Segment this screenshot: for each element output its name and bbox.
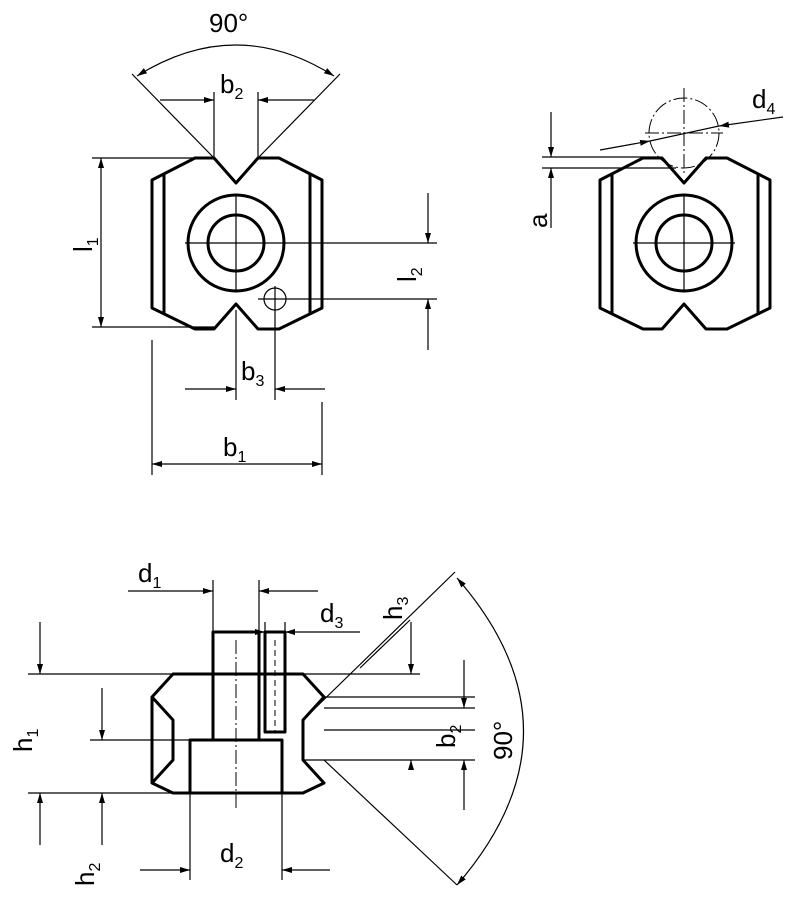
a-label: a	[523, 213, 553, 228]
d1-label: d1	[138, 558, 161, 592]
b1-label: b1	[223, 432, 246, 466]
side-angle-extension-line	[323, 759, 458, 886]
d3-label: d3	[320, 598, 343, 632]
front-view	[92, 44, 437, 475]
angle-extension-line	[257, 73, 341, 159]
d4-dimension-line	[599, 139, 651, 151]
angle-extension-line	[131, 73, 215, 159]
h2-label: h2	[70, 863, 104, 886]
front-view-outline	[150, 156, 324, 331]
detail-view	[542, 88, 784, 331]
b2-side-label: b2	[431, 725, 465, 748]
side-angle-extension-line	[302, 571, 456, 721]
angle-side-label: 90°	[488, 721, 518, 760]
d2-label: d2	[220, 838, 243, 872]
angle-arc	[136, 44, 335, 77]
l1-label: l1	[68, 237, 102, 252]
side-view	[28, 571, 525, 886]
h3-label: h3	[378, 597, 412, 620]
b3-label: b3	[241, 356, 264, 390]
side-angle-arc	[456, 577, 525, 886]
side-angle-extension-line	[359, 619, 411, 669]
d4-dimension-line	[718, 116, 784, 128]
side-view-outline	[150, 672, 326, 795]
l2-label: l2	[392, 267, 426, 282]
d4-label: d4	[752, 84, 775, 118]
b2-label: b2	[220, 69, 243, 103]
detail-view-outline	[598, 156, 772, 331]
d4-leader	[649, 125, 720, 142]
angle-top-label: 90°	[209, 8, 248, 38]
h1-label: h1	[8, 729, 42, 752]
